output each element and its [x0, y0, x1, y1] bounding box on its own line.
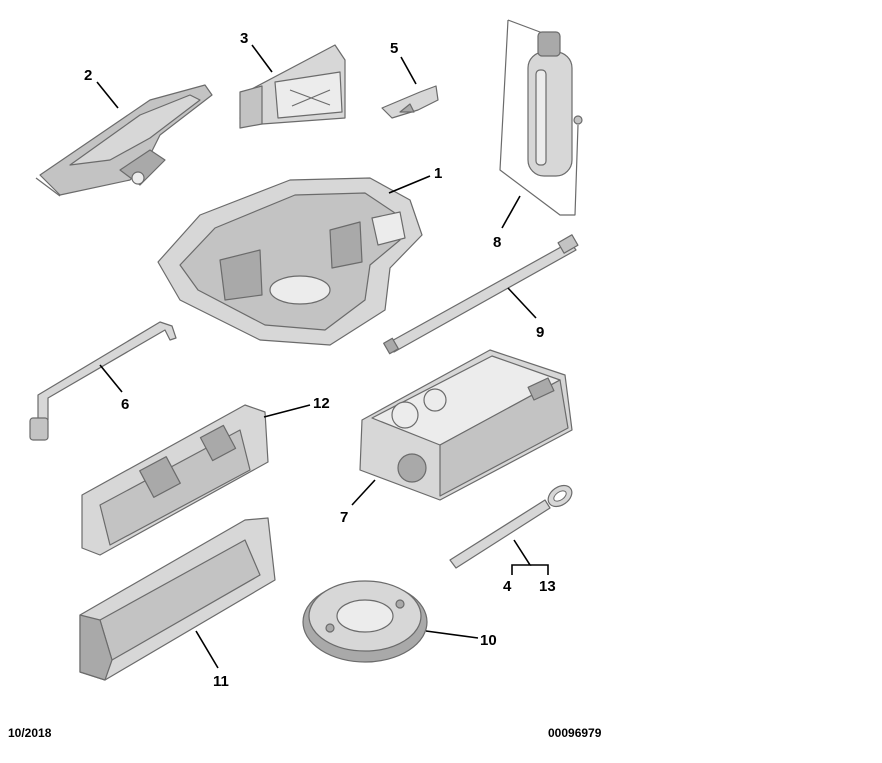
tool-tray-icon	[157, 177, 423, 346]
callout-12: 12	[313, 395, 330, 412]
callout-7: 7	[340, 509, 348, 526]
tyre-compressor-icon	[359, 349, 573, 501]
callout-4: 4	[503, 578, 512, 595]
callout-3: 3	[240, 30, 248, 47]
callout-13: 13	[539, 578, 556, 595]
date-code: 10/2018	[8, 726, 52, 740]
callout-10: 10	[480, 632, 497, 649]
bracket-icon	[239, 44, 346, 129]
wheel-brace-icon	[29, 321, 177, 441]
callout-6: 6	[121, 396, 129, 413]
sealant-bottle-icon	[499, 19, 583, 216]
callout-labels: 1 2 3 5 6 7 8 9 10 11 12 4 13	[84, 30, 556, 690]
callout-5: 5	[390, 40, 398, 57]
callout-1: 1	[434, 165, 442, 182]
callout-9: 9	[536, 324, 544, 341]
towing-eye-clip-icon	[381, 85, 439, 119]
leader-lines	[96, 44, 549, 669]
spare-wheel-retainer-icon	[302, 580, 428, 663]
towing-eye-icon	[449, 484, 573, 569]
lower-storage-tray-icon	[79, 517, 276, 681]
upper-storage-tray-icon	[81, 404, 269, 556]
callout-2: 2	[84, 67, 92, 84]
callout-11: 11	[213, 673, 229, 690]
scissor-jack-icon	[35, 84, 213, 197]
reference-number: 00096979	[548, 726, 602, 740]
extension-bar-icon	[383, 234, 579, 355]
callout-8: 8	[493, 234, 501, 251]
